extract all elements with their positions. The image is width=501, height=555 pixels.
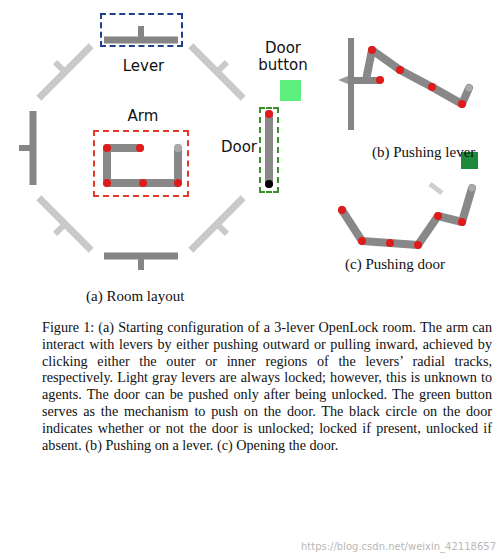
node-label: Door button (252, 40, 314, 74)
lever-box: Lever (100, 13, 183, 47)
watermark: https://blog.csdn.net/weixin_42118657 (250, 541, 496, 552)
locked-lever (29, 36, 253, 260)
door (265, 110, 273, 188)
arm (103, 144, 182, 187)
pushing-door-panel (338, 152, 478, 249)
node-label: Lever (102, 58, 185, 75)
figure-caption: Figure 1: (a) Starting configuration of … (42, 319, 492, 453)
pushing-lever-panel (338, 38, 473, 130)
panel-label: (c) Pushing door (345, 256, 495, 273)
arm-box: Arm (93, 130, 189, 197)
door-button: Door button (280, 80, 301, 101)
node-label: Arm (95, 108, 191, 125)
node-label: Door (211, 139, 257, 156)
panel-label: (b) Pushing lever (372, 144, 500, 161)
panel-label: (a) Room layout (86, 288, 236, 305)
door-box: Door (259, 107, 279, 193)
